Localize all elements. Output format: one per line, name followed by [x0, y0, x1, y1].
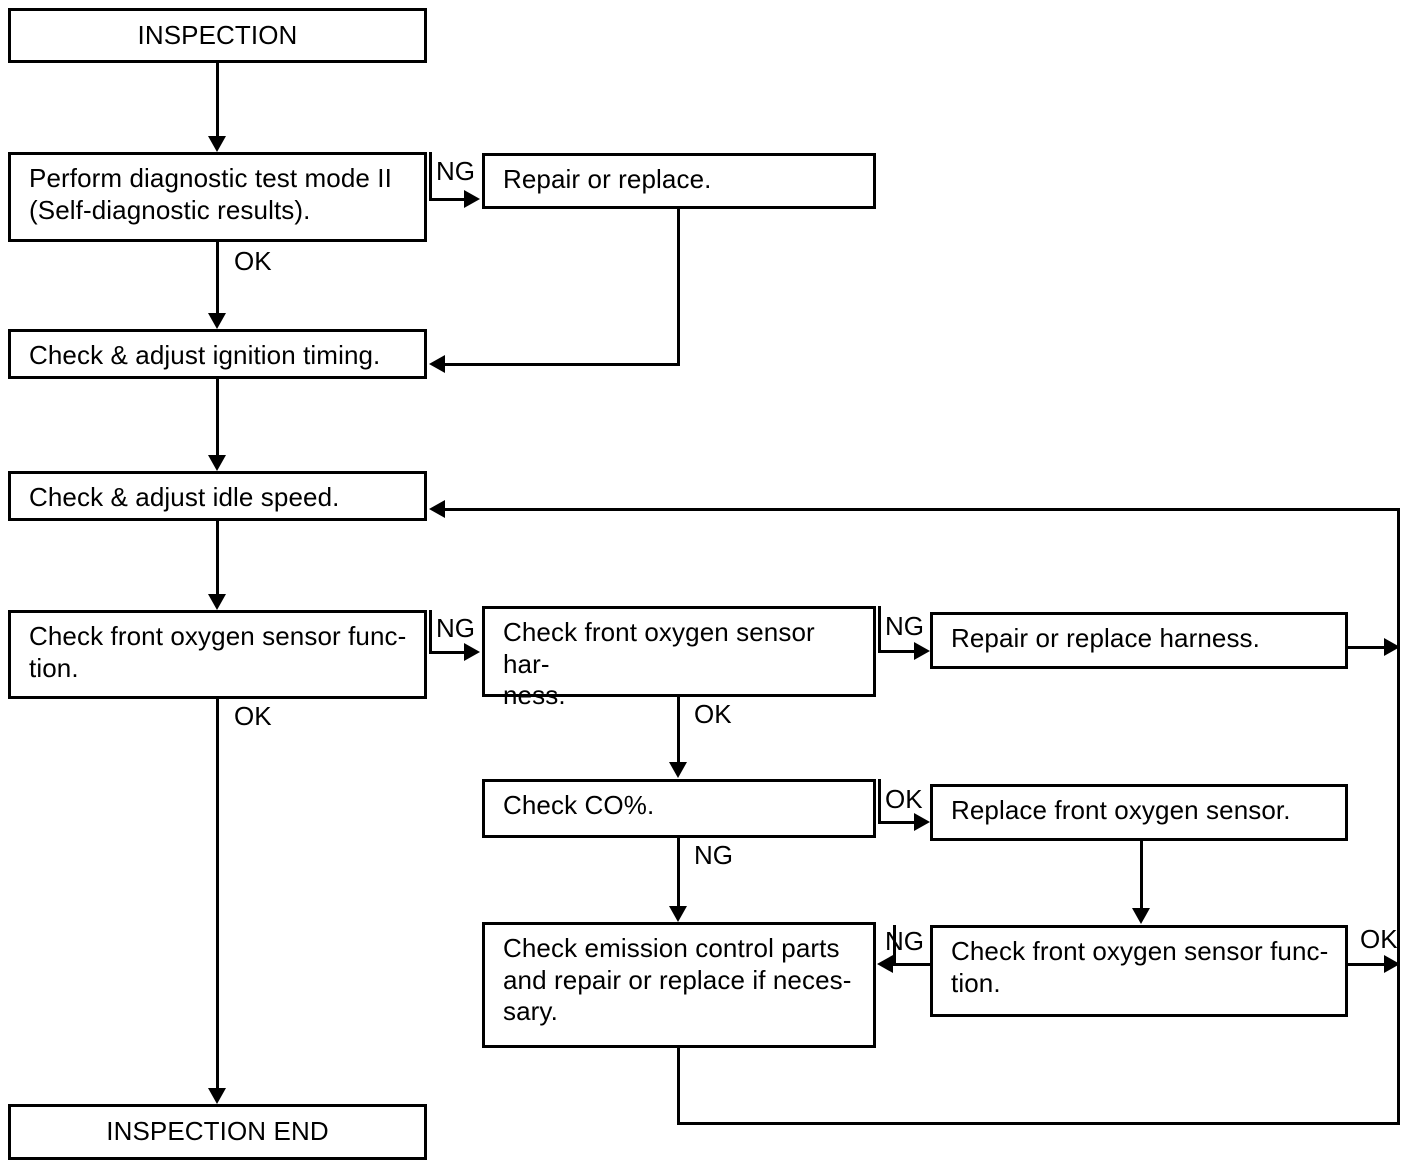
node-check-idle-speed[interactable]: Check & adjust idle speed. — [8, 471, 427, 521]
node-inspection-start-label: INSPECTION — [137, 19, 298, 50]
node-check-idle-speed-label: Check & adjust idle speed. — [29, 482, 340, 512]
node-check-front-o2-harness[interactable]: Check front oxygen sensor har- ness. — [482, 606, 876, 710]
return-bus-bottom — [677, 1122, 1400, 1125]
arrowhead-o2function2-ng — [877, 955, 893, 973]
edge-label-o2function-ok: OK — [234, 701, 272, 731]
edge-o2function2-ng-stub — [893, 925, 896, 965]
node-perform-diagnostic-test[interactable]: Perform diagnostic test mode II (Self-di… — [8, 152, 427, 242]
node-perform-diagnostic-test-label: Perform diagnostic test mode II (Self-di… — [29, 163, 392, 225]
arrowhead-harness-ng — [914, 642, 930, 660]
node-repair-or-replace-label: Repair or replace. — [503, 164, 712, 194]
node-check-emission-parts-label: Check emission control parts and repair … — [503, 933, 852, 1027]
node-inspection-end-label: INSPECTION END — [106, 1116, 329, 1147]
node-check-front-o2-function-2[interactable]: Check front oxygen sensor func- tion. — [930, 925, 1348, 1017]
node-inspection-end[interactable]: INSPECTION END — [8, 1104, 427, 1160]
edge-label-harness-ng: NG — [885, 611, 924, 641]
arrowhead-repair-harness-to-bus — [1384, 638, 1400, 656]
edge-label-o2function-ng: NG — [436, 613, 475, 643]
edge-start-to-diagnostic — [216, 63, 219, 137]
node-repair-replace-harness[interactable]: Repair or replace harness. — [930, 612, 1348, 669]
edge-harness-ok — [677, 697, 680, 763]
arrowhead-o2function-ok — [208, 1088, 226, 1104]
edge-label-harness-ok: OK — [694, 699, 732, 729]
edge-idle-to-o2function — [216, 521, 219, 595]
arrowhead-replace-o2-to-function2 — [1132, 908, 1150, 924]
edge-label-diagnostic-ok: OK — [234, 246, 272, 276]
node-repair-replace-harness-label: Repair or replace harness. — [951, 623, 1260, 653]
arrowhead-diagnostic-ok — [208, 313, 226, 329]
arrowhead-repair-to-ignition — [429, 355, 445, 373]
edge-o2function-ng-stub — [429, 610, 432, 654]
edge-ignition-to-idle — [216, 379, 219, 456]
node-check-front-o2-function-label: Check front oxygen sensor func- tion. — [29, 621, 407, 683]
arrowhead-idle-to-o2function — [208, 594, 226, 610]
edge-diagnostic-ng-stub — [429, 152, 432, 200]
edge-label-o2function2-ng: NG — [885, 926, 924, 956]
edge-repair-to-ignition-vert — [677, 209, 680, 365]
edge-label-diagnostic-ng: NG — [436, 156, 475, 186]
arrowhead-diagnostic-ng — [464, 190, 480, 208]
node-inspection-start[interactable]: INSPECTION — [8, 8, 427, 63]
node-replace-front-o2-sensor-label: Replace front oxygen sensor. — [951, 795, 1291, 825]
arrowhead-return-bus-to-idle — [429, 500, 445, 518]
edge-co-ok — [878, 821, 916, 824]
node-check-front-o2-function[interactable]: Check front oxygen sensor func- tion. — [8, 610, 427, 699]
node-check-ignition-timing-label: Check & adjust ignition timing. — [29, 340, 381, 370]
arrowhead-harness-ok — [669, 762, 687, 778]
edge-co-ok-stub — [878, 779, 881, 823]
edge-o2function-ok — [216, 699, 219, 1089]
arrowhead-ignition-to-idle — [208, 455, 226, 471]
node-check-co-label: Check CO%. — [503, 790, 655, 820]
return-bus-right — [1397, 508, 1400, 1125]
node-repair-or-replace[interactable]: Repair or replace. — [482, 153, 876, 209]
edge-repair-harness-to-bus — [1348, 646, 1396, 649]
edge-diagnostic-ok — [216, 242, 219, 314]
node-replace-front-o2-sensor[interactable]: Replace front oxygen sensor. — [930, 784, 1348, 841]
node-check-co[interactable]: Check CO%. — [482, 779, 876, 838]
node-check-emission-parts[interactable]: Check emission control parts and repair … — [482, 922, 876, 1048]
edge-harness-ng-stub — [878, 606, 881, 652]
edge-label-co-ng: NG — [694, 840, 733, 870]
node-check-ignition-timing[interactable]: Check & adjust ignition timing. — [8, 329, 427, 379]
arrowhead-co-ok — [914, 813, 930, 831]
return-bus-top-to-idle — [444, 508, 1400, 511]
edge-harness-ng — [878, 650, 916, 653]
edge-o2function2-ok — [1348, 963, 1396, 966]
edge-repair-to-ignition-horiz — [444, 363, 680, 366]
arrowhead-o2function2-ok — [1384, 955, 1400, 973]
arrowhead-start-to-diagnostic — [208, 136, 226, 152]
edge-label-co-ok: OK — [885, 784, 923, 814]
edge-co-ng — [677, 838, 680, 907]
arrowhead-o2function-ng — [464, 643, 480, 661]
edge-o2function2-ng — [893, 963, 932, 966]
node-check-front-o2-harness-label: Check front oxygen sensor har- ness. — [503, 617, 815, 711]
edge-replace-o2-to-function2 — [1140, 841, 1143, 909]
edge-label-o2function2-ok: OK — [1360, 924, 1398, 954]
arrowhead-co-ng — [669, 906, 687, 922]
edge-o2function-ng — [429, 651, 466, 654]
edge-emission-to-bottom-bus — [677, 1048, 680, 1125]
edge-diagnostic-ng — [429, 198, 466, 201]
node-check-front-o2-function-2-label: Check front oxygen sensor func- tion. — [951, 936, 1329, 998]
